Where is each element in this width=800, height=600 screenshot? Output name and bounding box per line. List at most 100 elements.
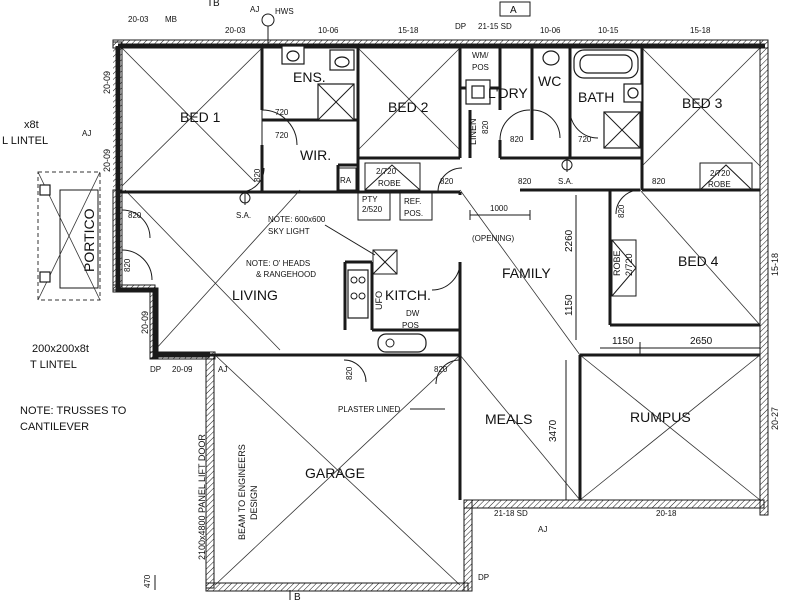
note-trusses-2: CANTILEVER [20,421,89,433]
dimension-text: 720 720 820 820 820 720 820 820 820 820 … [123,108,713,588]
ra-label: RA [340,176,352,185]
dim-1150-v: 1150 [564,294,575,316]
grid-aj-mid: AJ [218,365,227,374]
dim-820-living: 820 [123,258,132,272]
room-bath: BATH [578,89,614,105]
room-bed2: BED 2 [388,99,429,115]
ref-pos [399,191,433,221]
beam-note-2: DESIGN [249,485,259,520]
note-lintel-bottom-2: T LINTEL [30,359,77,371]
hws-label: HWS [275,7,294,16]
dim-720-a: 720 [275,108,289,117]
grid-top-5: 21-15 SD [478,22,512,31]
beam-note: BEAM TO ENGINEERS [237,444,247,540]
dim-2260: 2260 [564,229,575,252]
note-skylight: NOTE: 600x600 [268,215,326,224]
room-family: FAMILY [502,265,551,281]
opening-label: (OPENING) [472,234,515,243]
grid-left-1: 20-09 [102,71,112,94]
note-lintel-bottom: 200x200x8t [32,343,89,355]
robe-bed4-size: 2/720 [624,253,634,276]
dw-label-2: POS [402,321,419,330]
room-bed4: BED 4 [678,253,719,269]
room-portico: PORTICO [81,208,97,272]
grid-top-7: 10-15 [598,26,619,35]
dim-720-bath: 720 [578,135,592,144]
cooktop [347,269,369,319]
grid-top-6: 10-06 [540,26,561,35]
marker-b-bottom: B [294,592,301,600]
grid-dp-bottom: DP [478,573,489,582]
pantry [357,191,391,221]
robe-bed3-label: ROBE [708,180,731,189]
grid-right-1: 15-18 [770,253,780,276]
room-bed3: BED 3 [682,95,723,111]
room-garage: GARAGE [305,465,365,481]
ref-label: REF. [404,197,421,206]
wc-toilet [542,50,560,66]
dim-820-bed3: 820 [652,177,666,186]
wm-label: WM/ [472,51,489,60]
linen-label: LINEN [468,118,478,145]
portico-outline [37,171,101,301]
notes: NOTE: 600x600 SKY LIGHT NOTE: O' HEADS &… [2,119,326,433]
room-bed1: BED 1 [180,109,221,125]
note-oheads-2: & RANGEHOOD [256,270,316,279]
marker-b-top: B [213,0,220,9]
dim-1150-h: 1150 [612,336,634,347]
grid-aj-left: AJ [82,129,91,138]
dim-2650: 2650 [690,336,713,347]
room-ldry: L'DRY [488,85,528,101]
ra-box [337,167,357,191]
grid-top-3: 10-06 [318,26,339,35]
room-living: LIVING [232,287,278,303]
grid-top-1: 20-03 [128,15,149,24]
dw-label: DW [406,309,420,318]
grid-aj-bottom: AJ [538,525,547,534]
robe-bed2 [364,162,421,191]
sa-label-2: S.A. [558,177,573,186]
grid-top-8: 15-18 [690,26,711,35]
eave-labels: 20-09 20-09 20-09 20-09 AJ AJ DP DP AJ 1… [82,71,780,582]
wm-label-2: POS [472,63,489,72]
grid-left-4: 20-09 [172,365,193,374]
robe-bed2-size: 2/720 [376,167,397,176]
robe-bed3-size: 2/720 [710,169,731,178]
section-markers: B A B [209,0,531,600]
dim-820-bed1: 820 [253,168,262,182]
room-rumpus: RUMPUS [630,409,691,425]
grid-top-mb: MB [165,15,177,24]
dim-820-bed4: 820 [617,204,626,218]
garage-door-label: 2100x4800 PANEL LIFT DOOR [197,434,207,560]
ufo-label: UFO [374,291,384,310]
pty-label: PTY [362,195,378,204]
grid-aj-top: AJ [250,5,259,14]
dimension-lines [154,195,760,590]
ref-label-2: POS. [404,209,423,218]
note-lintel-top: x8t [24,119,39,131]
plaster-lined-label: PLASTER LINED [338,405,400,414]
robe-bed3 [699,162,753,191]
room-kitch: KITCH. [385,287,431,303]
dim-820-meals: 820 [434,365,448,374]
dim-720-b: 720 [275,131,289,140]
grid-bottom-1: 21-18 SD [494,509,528,518]
grid-top-2: 20-03 [225,26,246,35]
hws-symbol [261,13,275,46]
dim-820-bed2: 820 [440,177,454,186]
room-ens: ENS. [293,69,326,85]
room-wir: WIR. [300,147,331,163]
dim-820-wc: 820 [510,135,524,144]
smoke-alarms [239,158,573,205]
kitchen-sink [377,333,427,353]
grid-dp-left: DP [150,365,161,374]
dim-3470: 3470 [548,419,559,442]
grid-left-3: 20-09 [140,311,150,334]
room-labels: BED 1 ENS. WIR. BED 2 L'DRY WC BATH BED … [81,69,723,481]
ldry-tub [465,79,491,105]
dim-820-hall: 820 [518,177,532,186]
grid-left-2: 20-09 [102,149,112,172]
door-swings [121,109,641,385]
